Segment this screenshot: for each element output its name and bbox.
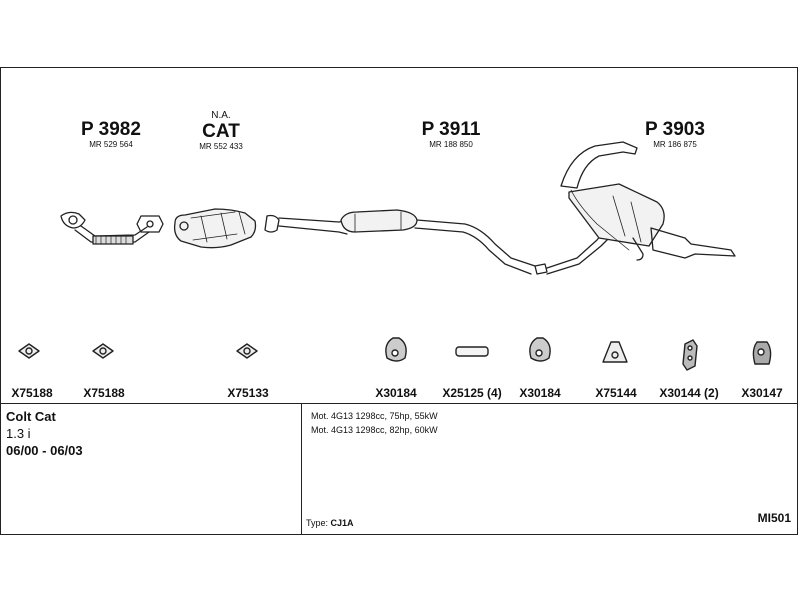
vehicle-years: 06/00 - 06/03	[6, 443, 83, 458]
accessory-label: X75188	[11, 386, 53, 400]
rubber-hanger-icon	[385, 337, 407, 362]
catalytic-converter	[173, 208, 280, 249]
accessory-icons	[18, 337, 772, 371]
rear-silencer-p3903	[560, 141, 736, 261]
accessory-label: X30144 (2)	[659, 386, 719, 400]
part-number: P 3982	[81, 119, 141, 140]
front-pipe-p3982	[60, 211, 164, 245]
vehicle-model: Colt Cat	[6, 409, 56, 424]
oem-number: MR 188 850	[429, 140, 473, 149]
exhaust-system-area: P 3982 MR 529 564 N.A. CAT MR 552 433 P …	[1, 68, 797, 403]
accessory-label: X30184	[519, 386, 561, 400]
type-info: Type: CJ1A	[306, 518, 354, 528]
vehicle-info: Colt Cat 1.3 i 06/00 - 06/03	[6, 408, 296, 459]
rubber-mount-icon	[752, 341, 772, 365]
diagram-frame: P 3982 MR 529 564 N.A. CAT MR 552 433 P …	[0, 67, 798, 535]
part-note: N.A.	[211, 110, 231, 121]
gasket-icon	[18, 343, 40, 359]
accessory-label: X30184	[375, 386, 417, 400]
divider-horizontal	[1, 403, 797, 404]
diagram-code: MI501	[757, 511, 791, 525]
gasket-icon	[236, 343, 258, 359]
vehicle-engine: 1.3 i	[6, 426, 31, 441]
part-label-p3903: P 3903 MR 186 875	[635, 120, 715, 150]
divider-vertical	[301, 403, 302, 535]
part-label-p3982: P 3982 MR 529 564	[71, 120, 151, 150]
middle-pipe-p3911	[278, 209, 612, 275]
part-number: P 3903	[645, 119, 705, 140]
type-value: CJ1A	[330, 518, 354, 528]
oem-number: MR 186 875	[653, 140, 697, 149]
gasket-icon	[92, 343, 114, 359]
accessory-label: X75144	[595, 386, 637, 400]
triangular-gasket-icon	[602, 341, 628, 363]
oem-number: MR 552 433	[199, 142, 243, 151]
motor-spec: Mot. 4G13 1298cc, 82hp, 60kW	[311, 425, 438, 435]
type-label: Type:	[306, 518, 329, 528]
oem-number: MR 529 564	[89, 140, 133, 149]
accessory-label: X75188	[83, 386, 125, 400]
part-number: P 3911	[421, 119, 481, 140]
part-label-p3911: P 3911 MR 188 850	[411, 120, 491, 150]
part-label-cat: N.A. CAT MR 552 433	[181, 110, 261, 152]
part-number: CAT	[202, 121, 240, 142]
motor-spec: Mot. 4G13 1298cc, 75hp, 55kW	[311, 411, 438, 421]
accessory-label: X30147	[741, 386, 783, 400]
clamp-sleeve-icon	[455, 346, 489, 357]
accessory-label: X75133	[227, 386, 269, 400]
rubber-hanger-icon	[529, 337, 551, 362]
mounting-rubber-icon	[682, 339, 698, 371]
exhaust-system-drawing	[60, 141, 736, 275]
accessory-label: X25125 (4)	[442, 386, 502, 400]
